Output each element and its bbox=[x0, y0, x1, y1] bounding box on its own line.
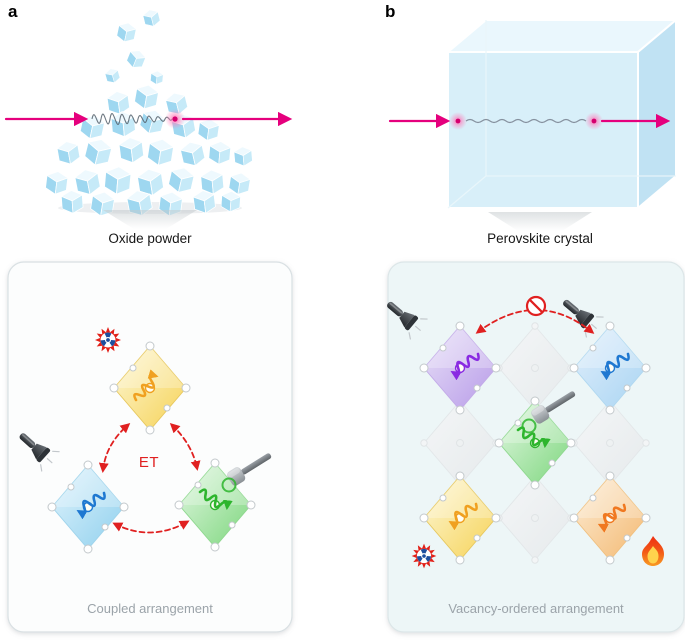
octahedron-lightblue-b bbox=[569, 321, 651, 415]
coupled-arrangement-box bbox=[7, 261, 293, 633]
emission-squiggle bbox=[597, 503, 627, 533]
emission-squiggle bbox=[198, 488, 233, 511]
emission-squiggle bbox=[450, 352, 480, 381]
blocked-transfer bbox=[475, 295, 595, 334]
vacancy-ordered-caption: Vacancy-ordered arrangement bbox=[448, 601, 624, 616]
panel-a-caption: Oxide powder bbox=[108, 231, 192, 246]
light-beam-b bbox=[388, 112, 671, 130]
zoom-funnel-b bbox=[488, 212, 592, 231]
coupled-arrangement-caption: Coupled arrangement bbox=[87, 601, 213, 616]
vacancy-sites bbox=[420, 322, 650, 564]
energy-transfer-arrows bbox=[98, 422, 201, 534]
panel-a-label: a bbox=[8, 2, 18, 21]
prohibition-icon bbox=[525, 295, 547, 317]
light-beam-a bbox=[4, 109, 293, 129]
zoom-funnel-a bbox=[103, 210, 197, 229]
octahedron-blue-a bbox=[47, 460, 129, 554]
emission-squiggle bbox=[76, 491, 106, 520]
panel-b-label: b bbox=[385, 2, 395, 21]
octahedron-purple-b bbox=[419, 321, 501, 415]
perovskite-crystal-cube bbox=[447, 19, 677, 209]
octahedron-orange-b bbox=[569, 471, 651, 565]
panel-b-caption: Perovskite crystal bbox=[487, 231, 593, 246]
impact-ring bbox=[221, 477, 237, 493]
flame-icon bbox=[642, 536, 664, 566]
octahedron-yellow-b bbox=[419, 471, 501, 565]
emission-squiggle bbox=[600, 352, 630, 381]
emission-squiggle bbox=[133, 369, 159, 402]
emission-squiggle bbox=[448, 502, 478, 531]
energy-transfer-label: ET bbox=[139, 454, 159, 471]
oxide-powder-pile bbox=[44, 7, 254, 219]
octahedron-yellow-a bbox=[109, 341, 191, 435]
impact-ring bbox=[521, 418, 537, 434]
